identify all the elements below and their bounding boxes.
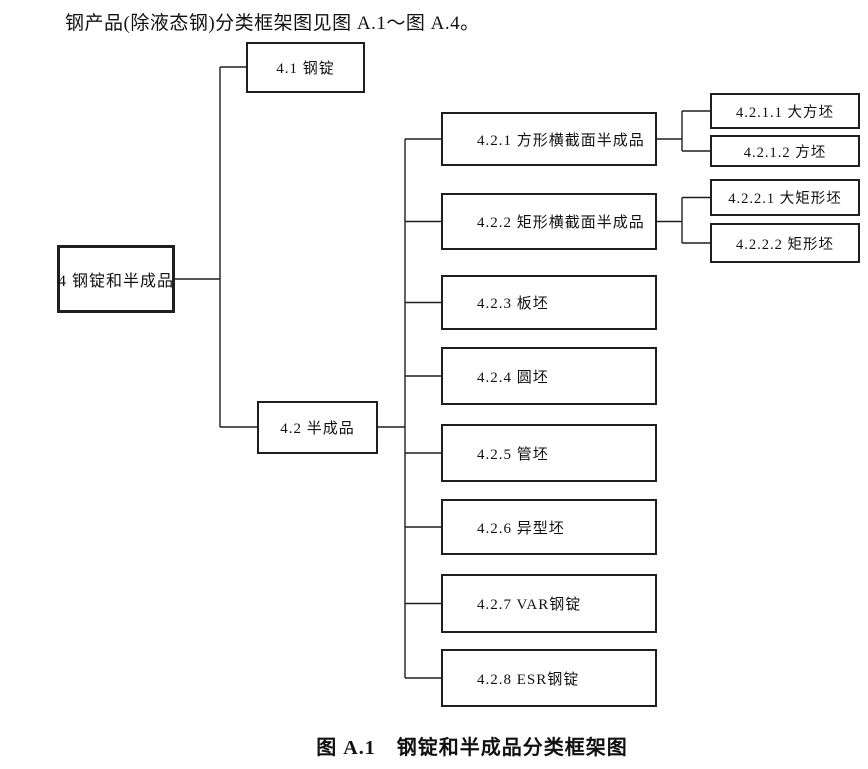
connector-4-2-2-branch bbox=[657, 196, 710, 244]
node-4-2-2-2-rectangular-billet: 4.2.2.2 矩形坯 bbox=[710, 223, 860, 263]
node-4-2-3-slab: 4.2.3 板坯 bbox=[441, 275, 657, 330]
node-4-2-1-2-square-billet: 4.2.1.2 方坯 bbox=[710, 135, 860, 167]
node-4-2-2-1-large-rectangular-billet: 4.2.2.1 大矩形坯 bbox=[710, 179, 860, 216]
node-4-steel-ingots-and-semis: 4 钢锭和半成品 bbox=[57, 245, 175, 313]
node-4-2-1-square-section-semis: 4.2.1 方形横截面半成品 bbox=[441, 112, 657, 166]
node-4-2-7-var-ingot: 4.2.7 VAR钢锭 bbox=[441, 574, 657, 633]
connector-4-2-1-branch bbox=[657, 110, 710, 152]
node-4-1-steel-ingot: 4.1 钢锭 bbox=[246, 42, 365, 93]
connector-root-branch bbox=[175, 66, 257, 428]
node-4-2-8-esr-ingot: 4.2.8 ESR钢锭 bbox=[441, 649, 657, 707]
node-4-2-6-shaped-billet: 4.2.6 异型坯 bbox=[441, 499, 657, 555]
node-4-2-2-rectangular-section-semis: 4.2.2 矩形横截面半成品 bbox=[441, 193, 657, 250]
intro-text: 钢产品(除液态钢)分类框架图见图 A.1～图 A.4。 bbox=[65, 13, 480, 34]
figure-caption: 图 A.1 钢锭和半成品分类框架图 bbox=[316, 737, 628, 759]
node-4-2-1-1-large-square-billet: 4.2.1.1 大方坯 bbox=[710, 93, 860, 129]
connector-4-2-branch bbox=[378, 138, 441, 679]
node-4-2-5-tube-billet: 4.2.5 管坯 bbox=[441, 424, 657, 482]
node-4-2-semi-finished: 4.2 半成品 bbox=[257, 401, 378, 454]
node-4-2-4-round-billet: 4.2.4 圆坯 bbox=[441, 347, 657, 405]
